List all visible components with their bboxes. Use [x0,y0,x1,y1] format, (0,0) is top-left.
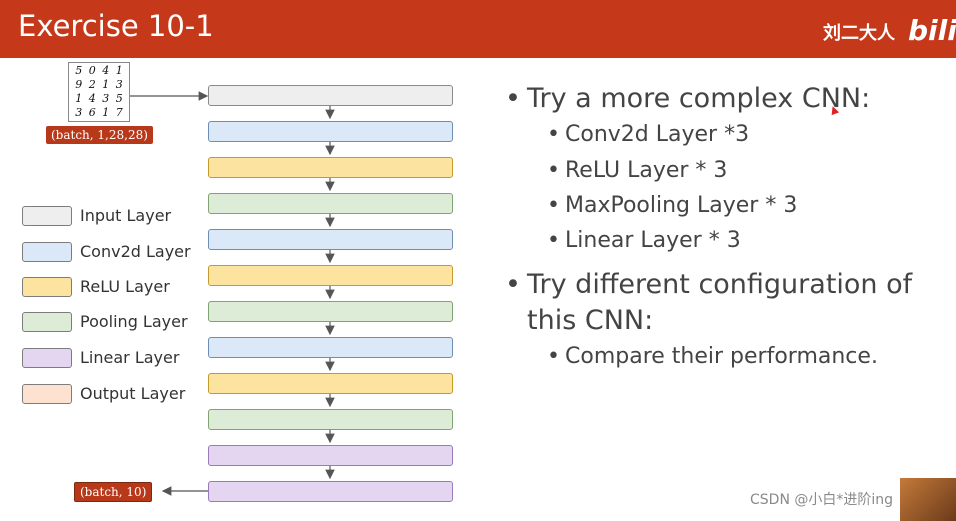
net-pooling-layer-3 [208,409,453,430]
sub-bullet: • Compare their performance. [547,342,878,372]
legend-swatch [22,384,72,404]
sub-bullet: • ReLU Layer * 3 [547,156,728,186]
bullet-different-config-cont: this CNN: [527,304,653,338]
digit: 6 [88,106,96,119]
digit: 5 [75,64,83,77]
digit: 9 [75,78,83,91]
digit: 3 [75,106,83,119]
input-shape-label: (batch, 1,28,28) [46,126,153,144]
net-conv2d-layer-3 [208,337,453,358]
bullet-text: ReLU Layer * 3 [565,158,728,183]
net-input-layer [208,85,453,106]
legend-swatch [22,206,72,226]
digit: 3 [115,78,123,91]
net-relu-layer-3 [208,373,453,394]
digit: 3 [102,92,110,105]
legend-label: Linear Layer [80,348,180,367]
bullet-dot-icon: • [547,228,560,253]
digit: 1 [102,78,110,91]
bilibili-logo-icon: bili [908,14,956,47]
net-pooling-layer-2 [208,301,453,322]
digit: 7 [115,106,123,119]
bullet-text: Try a more complex CNN: [527,83,871,114]
bullet-complex-cnn: • Try a more complex CNN: [505,82,871,116]
title-bar: Exercise 10-1 刘二大人 bili [0,0,956,58]
legend-swatch [22,242,72,262]
sub-bullet: • MaxPooling Layer * 3 [547,191,798,221]
bullet-dot-icon: • [547,344,560,369]
digit: 1 [102,106,110,119]
net-pooling-layer-1 [208,193,453,214]
sub-bullet: • Conv2d Layer *3 [547,120,750,150]
bullet-text: MaxPooling Layer * 3 [565,193,798,218]
bullet-text: Linear Layer * 3 [565,228,741,253]
net-conv2d-layer-2 [208,229,453,250]
sub-bullet: • Linear Layer * 3 [547,226,741,256]
bullet-different-config: • Try different configuration of [505,268,913,302]
digit: 4 [102,64,110,77]
bullet-dot-icon: • [505,83,521,114]
bullet-text: this CNN: [527,305,654,336]
bullet-dot-icon: • [547,122,560,147]
slide-title: Exercise 10-1 [18,9,214,43]
digit: 0 [88,64,96,77]
net-relu-layer-1 [208,157,453,178]
net-conv2d-layer-1 [208,121,453,142]
bullet-dot-icon: • [505,269,521,300]
digit: 5 [115,92,123,105]
digit: 1 [75,92,83,105]
net-relu-layer-2 [208,265,453,286]
legend-label: Output Layer [80,384,186,403]
legend-swatch [22,348,72,368]
bullet-text: Compare their performance. [565,344,878,369]
digit: 1 [115,64,123,77]
presenter-avatar [900,478,956,521]
bullet-text: Conv2d Layer *3 [565,122,750,147]
digit: 4 [88,92,96,105]
legend-swatch [22,312,72,332]
legend-label: Pooling Layer [80,312,188,331]
author-name: 刘二大人 [823,23,895,44]
csdn-watermark: CSDN @小白*进阶ing [750,492,894,508]
legend-label: ReLU Layer [80,277,170,296]
legend-swatch [22,277,72,297]
net-linear-layer-1 [208,445,453,466]
output-shape-label: (batch, 10) [74,482,153,502]
digit: 2 [88,78,96,91]
bullet-dot-icon: • [547,193,560,218]
legend-label: Input Layer [80,206,172,225]
legend-label: Conv2d Layer [80,242,191,261]
bullet-text: Try different configuration of [527,269,913,300]
net-linear-layer-2 [208,481,453,502]
bullet-dot-icon: • [547,158,560,183]
mnist-digits-image: 5 0 4 1 9 2 1 3 1 4 3 5 3 6 1 7 [68,62,130,122]
